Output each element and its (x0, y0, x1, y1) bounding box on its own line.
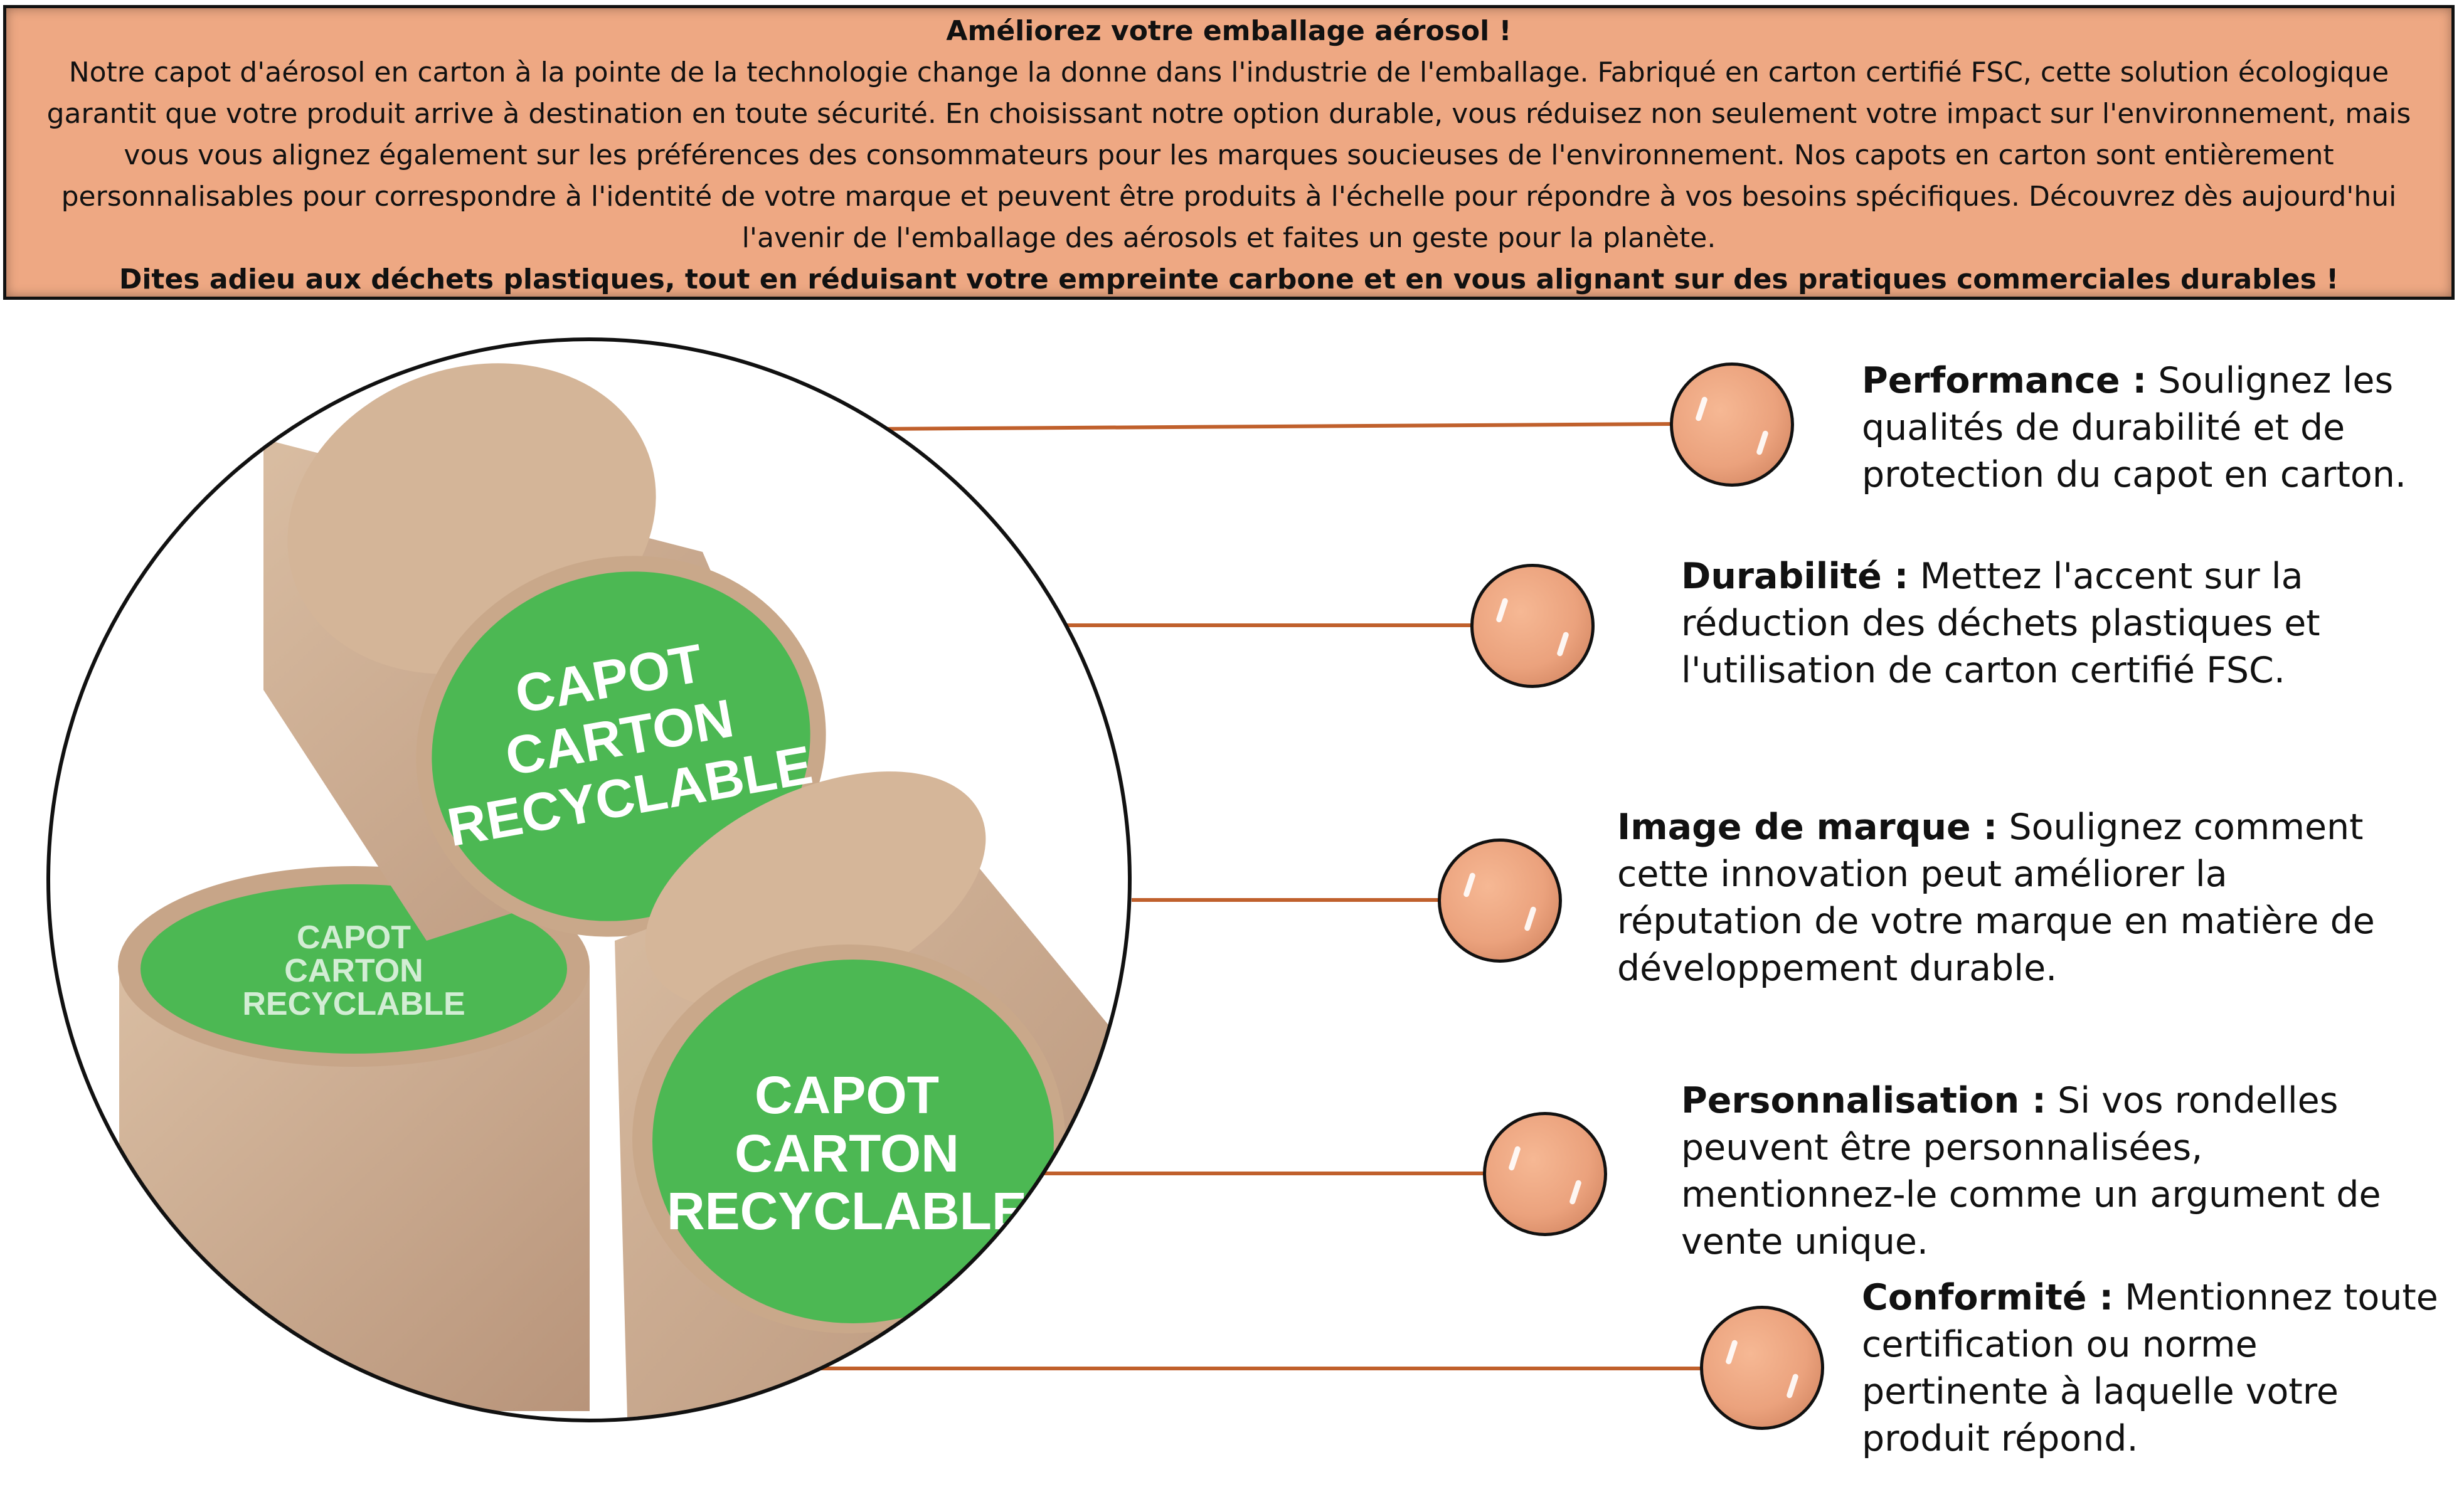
feature-title: Performance : (1862, 360, 2147, 401)
feature-conformite: Conformité : Mentionnez toute certificat… (1862, 1274, 2439, 1463)
connector-line (871, 422, 1672, 431)
banner-closing: Dites adieu aux déchets plastiques, tout… (119, 263, 2339, 295)
connector-lines (817, 422, 1701, 1370)
feature-image-de-marque: Image de marque : Soulignez comment cett… (1617, 804, 2408, 992)
feature-personnalisation: Personnalisation : Si vos rondelles peuv… (1681, 1077, 2421, 1266)
feature-text: Mentionnez toute certification ou norme … (1862, 1277, 2438, 1459)
svg-text:CARTON: CARTON (284, 953, 423, 989)
product-photo: CAPOT CARTON RECYCLABLE CAPOT CARTON REC… (48, 339, 1130, 1421)
feature-performance: Performance : Soulignez les qualités de … (1862, 357, 2445, 499)
banner-body: Notre capot d'aérosol en carton à la poi… (46, 56, 2411, 254)
svg-text:RECYCLABLE: RECYCLABLE (242, 986, 465, 1022)
feature-text: Mettez l'accent sur la réduction des déc… (1681, 556, 2320, 691)
bullet-ball-performance (1670, 362, 1794, 487)
feature-text: Si vos rondelles peuvent être personnali… (1681, 1080, 2381, 1262)
feature-title: Conformité : (1862, 1277, 2114, 1318)
svg-text:CARTON: CARTON (735, 1124, 959, 1183)
svg-text:CAPOT: CAPOT (755, 1066, 939, 1124)
bullet-ball-conformite (1700, 1306, 1824, 1430)
feature-title: Durabilité : (1681, 556, 1909, 597)
feature-text: Soulignez les qualités de durabilité et … (1862, 360, 2406, 495)
feature-title: Image de marque : (1617, 807, 1998, 848)
bullet-ball-durabilite (1470, 564, 1595, 688)
feature-durabilite: Durabilité : Mettez l'accent sur la rédu… (1681, 553, 2384, 694)
banner-title: Améliorez votre emballage aérosol ! (946, 15, 1512, 47)
svg-text:RECYCLABLE: RECYCLABLE (667, 1182, 1027, 1241)
photo-frame (46, 337, 1132, 1422)
feature-text: Soulignez comment cette innovation peut … (1617, 807, 2375, 989)
bullet-ball-personnalisation (1483, 1112, 1607, 1236)
feature-title: Personnalisation : (1681, 1080, 2046, 1121)
intro-banner: Améliorez votre emballage aérosol ! Notr… (3, 5, 2455, 300)
bullet-ball-image-de-marque (1438, 839, 1562, 963)
svg-text:CAPOT: CAPOT (297, 919, 411, 956)
